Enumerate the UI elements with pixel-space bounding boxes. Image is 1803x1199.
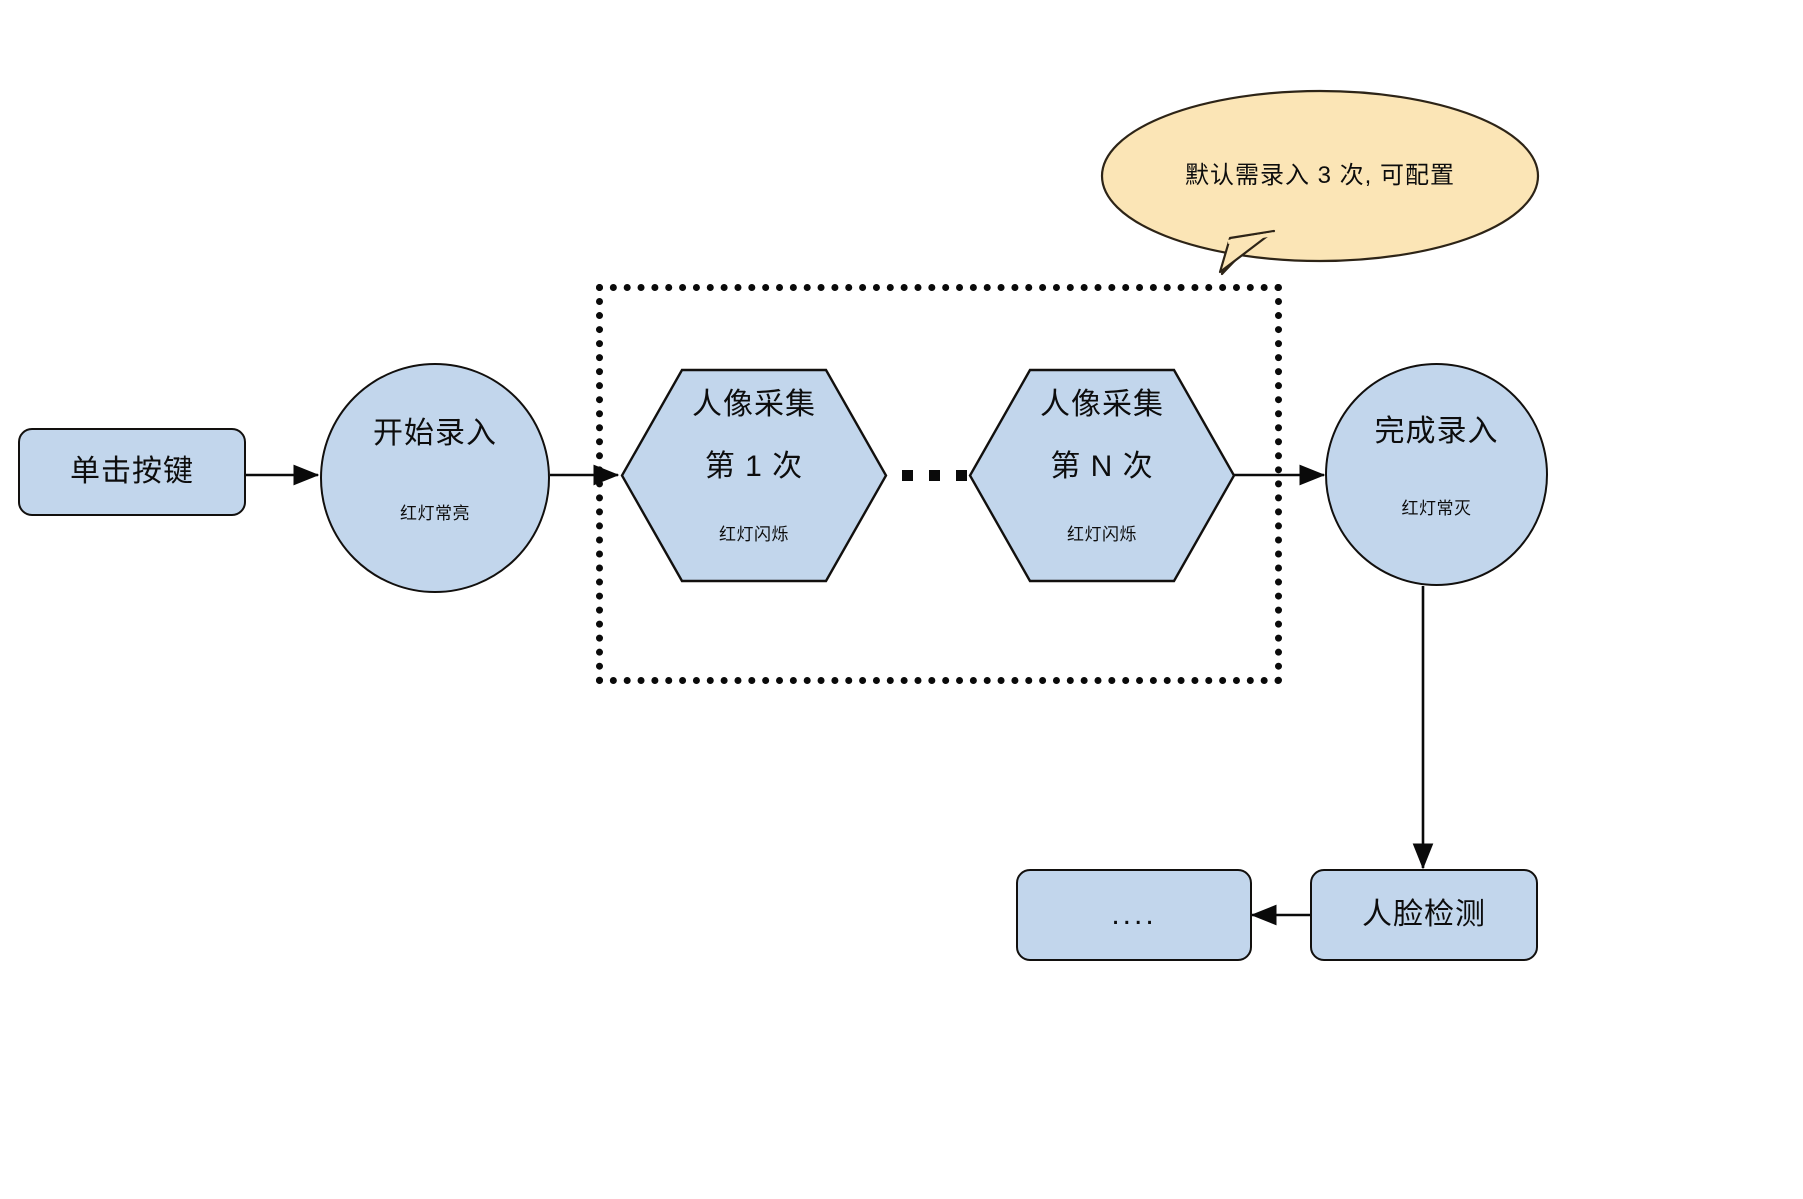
node-face-detect[interactable]: 人脸检测: [1310, 869, 1538, 961]
node-finish-enroll[interactable]: 完成录入 红灯常灭: [1325, 363, 1548, 586]
node-start-enroll[interactable]: 开始录入 红灯常亮: [320, 363, 550, 593]
node-face-detect-label: 人脸检测: [1362, 897, 1486, 931]
callout-bubble: 默认需录入 3 次, 可配置: [1098, 86, 1542, 276]
node-capture-first[interactable]: 人像采集 第 1 次 红灯闪烁: [620, 368, 888, 583]
capture-loop-region: [596, 284, 1282, 684]
callout-text: 默认需录入 3 次, 可配置: [1184, 161, 1456, 189]
node-more-steps[interactable]: ....: [1016, 869, 1252, 961]
node-click-key-label: 单击按键: [70, 454, 194, 488]
node-click-key[interactable]: 单击按键: [18, 428, 246, 516]
ellipsis-dot: [902, 470, 913, 481]
node-start-enroll-sublabel: 红灯常亮: [400, 503, 470, 523]
node-capture-nth[interactable]: 人像采集 第 N 次 红灯闪烁: [968, 368, 1236, 583]
node-finish-enroll-sublabel: 红灯常灭: [1401, 499, 1472, 519]
node-more-steps-label: ....: [1111, 897, 1157, 931]
node-finish-enroll-label: 完成录入: [1374, 414, 1499, 448]
node-start-enroll-label: 开始录入: [373, 417, 497, 451]
ellipsis-dot: [929, 470, 940, 481]
ellipsis-dot: [956, 470, 967, 481]
